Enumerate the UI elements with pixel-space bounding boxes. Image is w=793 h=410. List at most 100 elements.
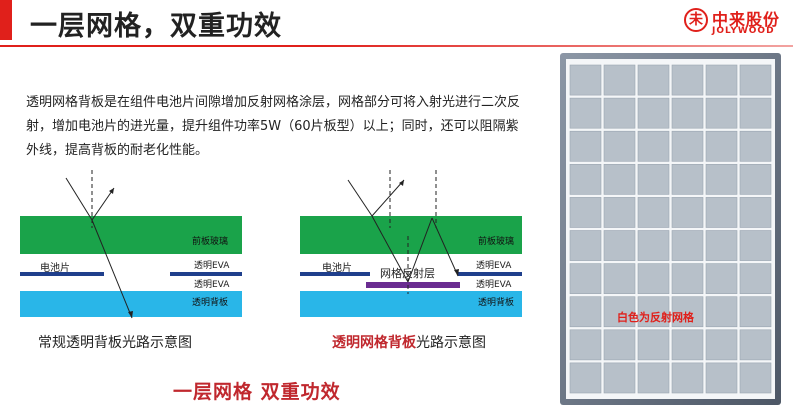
solar-cell [637, 362, 670, 394]
solar-cell [671, 263, 704, 295]
solar-cell [705, 362, 738, 394]
eva-bottom-label: 透明EVA [476, 280, 512, 290]
solar-cell [603, 263, 636, 295]
slide-title: 一层网格，双重功效 [30, 11, 282, 42]
solar-cell [569, 263, 602, 295]
solar-cell [671, 164, 704, 195]
description-line-1: 透明网格背板是在组件电池片间隙增加反射网格涂层，网格部分可将入射光进行二次反 [26, 95, 521, 110]
cell-label: 电池片 [322, 263, 352, 274]
reflected-ray [91, 187, 115, 221]
solar-cell [603, 362, 636, 394]
solar-cell [569, 164, 602, 195]
solar-cell [739, 64, 772, 96]
incident-ray [65, 177, 93, 221]
company-logo: 未 中来股份 JOLYWOOD [684, 6, 788, 38]
arrow-head-icon [128, 311, 133, 318]
solar-cell [637, 296, 670, 328]
reflective-grid-label: 白色为反射网格 [617, 311, 694, 324]
caption-conventional: 常规透明背板光路示意图 [38, 335, 192, 351]
solar-cell [637, 230, 670, 261]
solar-cell [705, 230, 738, 261]
glass-label: 前板玻璃 [478, 237, 515, 247]
surface-reflected-ray [371, 179, 405, 217]
incident-ray [347, 179, 373, 217]
solar-cell [671, 296, 704, 328]
solar-cell [705, 263, 738, 295]
logo-english-name: JOLYWOOD [712, 26, 775, 36]
solar-cell [705, 164, 738, 195]
backsheet-label: 透明背板 [192, 298, 229, 308]
solar-cell [637, 329, 670, 361]
solar-cell [739, 362, 772, 394]
solar-cell [671, 97, 704, 129]
cell-layer-right [458, 272, 522, 276]
solar-cell [603, 329, 636, 361]
solar-cell [603, 164, 636, 195]
refracted-ray [371, 215, 409, 283]
solar-cell [739, 164, 772, 195]
solar-cell [569, 130, 602, 162]
solar-cell [569, 362, 602, 394]
header-accent-bar [0, 0, 12, 40]
logo-chinese-name: 中来股份 [712, 10, 781, 29]
eva-top-label: 透明EVA [476, 261, 512, 271]
solar-cell [705, 197, 738, 228]
solar-cell [739, 230, 772, 261]
solar-cell [637, 197, 670, 228]
solar-cell [569, 197, 602, 228]
cell-label: 电池片 [40, 263, 70, 274]
cell-layer-right [170, 272, 242, 276]
arrow-head-icon [109, 188, 114, 194]
diagram-conventional: 前板玻璃 电池片 透明EVA 透明EVA 透明背板 [20, 170, 250, 320]
solar-cell [705, 97, 738, 129]
description-line-2: 射，增加电池片的进光量，提升组件功率5W（60片板型）以上；同时，还可以阻隔紫 [26, 119, 519, 134]
solar-cell [671, 130, 704, 162]
solar-cell [671, 197, 704, 228]
solar-cell [603, 230, 636, 261]
header-divider [0, 45, 793, 47]
backsheet-label: 透明背板 [478, 298, 515, 308]
glass-layer [20, 216, 242, 254]
arrow-head-icon [399, 180, 404, 186]
solar-cell [671, 230, 704, 261]
arrow-head-icon [454, 269, 459, 276]
solar-cell [603, 130, 636, 162]
solar-cell [569, 329, 602, 361]
glass-layer [300, 216, 522, 254]
solar-cell [637, 97, 670, 129]
backsheet-layer [300, 291, 522, 317]
caption-rest: 光路示意图 [416, 335, 486, 351]
solar-panel-image [560, 53, 781, 405]
diagram-grid-svg [300, 170, 522, 317]
solar-cell [739, 296, 772, 328]
solar-cell [705, 64, 738, 96]
solar-cell [671, 362, 704, 394]
solar-cell [739, 197, 772, 228]
solar-cell [569, 296, 602, 328]
reflected-ray [407, 217, 433, 283]
solar-panel-svg [560, 53, 781, 405]
logo-mark-icon: 未 [684, 8, 708, 32]
solar-cell [637, 263, 670, 295]
description-paragraph: 透明网格背板是在组件电池片间隙增加反射网格涂层，网格部分可将入射光进行二次反 射… [26, 91, 546, 163]
bottom-slogan: 一层网格 双重功效 [173, 381, 341, 403]
solar-cell [739, 329, 772, 361]
caption-highlight: 透明网格背板 [332, 335, 416, 351]
glass-label: 前板玻璃 [192, 237, 229, 247]
solar-cell [569, 64, 602, 96]
cell-layer [300, 272, 370, 276]
solar-cell [671, 64, 704, 96]
solar-cell [739, 130, 772, 162]
solar-cell [569, 230, 602, 261]
solar-cell [705, 296, 738, 328]
cell-layer [20, 272, 104, 276]
grid-layer-label: 网格反射层 [380, 267, 435, 280]
caption-grid-backsheet: 透明网格背板光路示意图 [332, 332, 486, 352]
solar-cell [603, 197, 636, 228]
solar-cell [671, 329, 704, 361]
solar-cell [637, 64, 670, 96]
refracted-ray [91, 219, 133, 319]
diagram-grid-backsheet: 前板玻璃 电池片 网格反射层 透明EVA 透明EVA 透明背板 [300, 170, 530, 320]
description-line-3: 外线，提高背板的耐老化性能。 [26, 143, 209, 158]
eva-top-label: 透明EVA [194, 261, 230, 271]
